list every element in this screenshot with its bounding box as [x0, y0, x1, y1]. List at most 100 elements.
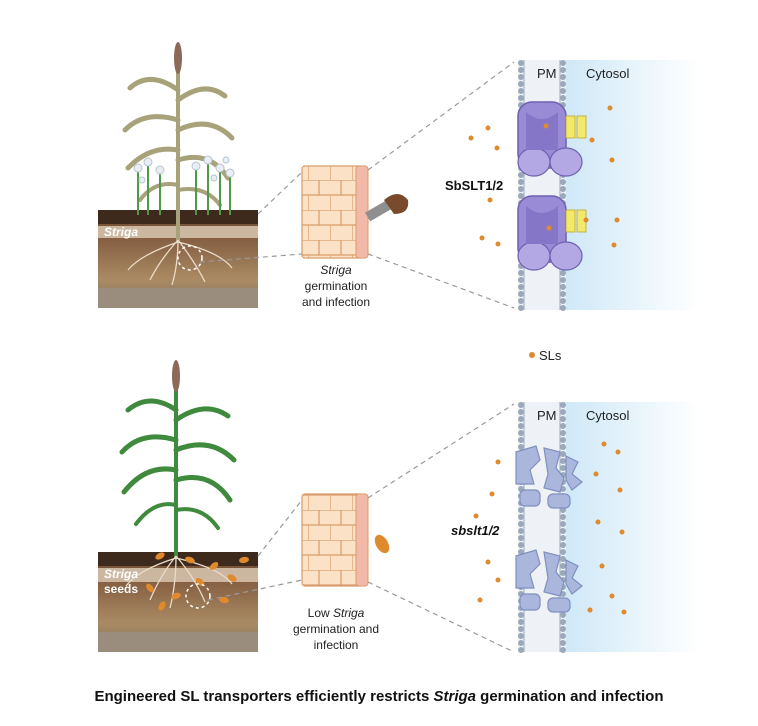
- lipid-head: [560, 521, 566, 527]
- lipid-head: [518, 633, 524, 639]
- tissue-caption-top: Striga germination and infection: [302, 263, 370, 309]
- pm-label-top: PM: [537, 66, 557, 81]
- transporter-label-bottom: sbslt1/2: [451, 523, 500, 538]
- lipid-head: [518, 612, 524, 618]
- sl-legend-dot: [529, 352, 535, 358]
- lipid-head: [518, 298, 524, 304]
- broken-transporter-1: [515, 445, 583, 509]
- lipid-head: [560, 430, 566, 436]
- lipid-head: [518, 270, 524, 276]
- caption-italic-word: Striga: [433, 688, 476, 705]
- lipid-head: [518, 179, 524, 185]
- lipid-head: [560, 298, 566, 304]
- lipid-head: [518, 444, 524, 450]
- lipid-head: [560, 67, 566, 73]
- striga-seeds-label-1: Striga: [104, 567, 138, 581]
- lipid-head: [518, 305, 524, 311]
- caption-b-italic: Striga: [333, 606, 365, 620]
- sorghum-plant-wilted: [122, 42, 235, 242]
- caption-line1: germination: [305, 279, 368, 293]
- lipid-head: [560, 88, 566, 94]
- lipid-head: [560, 60, 566, 66]
- lipid-head: [560, 514, 566, 520]
- lipid-head: [560, 270, 566, 276]
- lipid-head: [518, 528, 524, 534]
- lipid-head: [560, 612, 566, 618]
- lipid-head: [560, 458, 566, 464]
- lipid-head: [518, 277, 524, 283]
- lipid-head: [518, 619, 524, 625]
- lipid-head: [518, 193, 524, 199]
- zoom-lines-membrane-top: [367, 61, 515, 309]
- caption-suffix: germination and infection: [476, 688, 664, 705]
- lipid-head: [560, 291, 566, 297]
- striga-seeds: [146, 552, 249, 611]
- lipid-head: [518, 291, 524, 297]
- lipid-head: [518, 60, 524, 66]
- striga-seed-ungerminated: [374, 534, 390, 554]
- lipid-head: [518, 437, 524, 443]
- zoom-lines-membrane-bottom: [367, 403, 515, 653]
- caption-line2: and infection: [302, 295, 370, 309]
- lipid-head: [518, 95, 524, 101]
- lipid-head: [518, 186, 524, 192]
- svg-text:Low Striga: Low Striga: [308, 606, 365, 620]
- lipid-head: [518, 402, 524, 408]
- lipid-head: [560, 647, 566, 653]
- lipid-head: [560, 528, 566, 534]
- sorghum-plant-healthy: [119, 360, 237, 558]
- tissue-caption-bottom: Low Striga germination and infection: [293, 606, 379, 652]
- lipid-head: [560, 186, 566, 192]
- soil-block-bottom: [98, 552, 258, 652]
- legend-sl: SLs: [529, 348, 562, 363]
- lipid-head: [560, 277, 566, 283]
- transporter-1: [517, 101, 587, 177]
- cytosol-label-top: Cytosol: [586, 66, 629, 81]
- lipid-head: [560, 179, 566, 185]
- sl-legend-label: SLs: [539, 348, 562, 363]
- lipid-head: [560, 619, 566, 625]
- striga-haustorium: [365, 194, 409, 222]
- lipid-head: [518, 409, 524, 415]
- lipid-head: [518, 430, 524, 436]
- lipid-head: [518, 514, 524, 520]
- broken-transporter-2: [515, 549, 583, 613]
- striga-seeds-label-2: seeds: [104, 582, 138, 596]
- lipid-head: [560, 402, 566, 408]
- lipid-head: [560, 284, 566, 290]
- lipid-head: [518, 535, 524, 541]
- lipid-head: [518, 172, 524, 178]
- zoom-circle-bottom: [185, 583, 211, 609]
- roots-bottom: [125, 555, 233, 609]
- lipid-head: [518, 74, 524, 80]
- lipid-head: [560, 549, 566, 555]
- lipid-head: [518, 626, 524, 632]
- zoom-lines-top: [199, 171, 303, 263]
- lipid-head: [560, 305, 566, 311]
- membrane-bottom: [518, 402, 700, 653]
- lipid-head: [560, 409, 566, 415]
- lipid-head: [560, 626, 566, 632]
- lipid-head: [560, 451, 566, 457]
- lipid-head: [560, 465, 566, 471]
- lipid-head: [560, 535, 566, 541]
- top-panel: Striga Striga germination and infection: [98, 42, 700, 311]
- caption-prefix: Engineered SL transporters efficiently r…: [94, 688, 434, 705]
- lipid-head: [518, 640, 524, 646]
- lipid-head: [518, 647, 524, 653]
- caption-b-line2: germination and: [293, 622, 379, 636]
- lipid-head: [560, 444, 566, 450]
- sl-dots-bottom: [473, 441, 627, 615]
- lipid-head: [518, 423, 524, 429]
- roots-top: [127, 239, 233, 286]
- lipid-head: [560, 570, 566, 576]
- lipid-head: [518, 507, 524, 513]
- zoom-circle-top: [177, 245, 203, 271]
- lipid-head: [518, 67, 524, 73]
- pm-label-bottom: PM: [537, 408, 557, 423]
- cytosol-label-bottom: Cytosol: [586, 408, 629, 423]
- lipid-head: [560, 423, 566, 429]
- lipid-head: [560, 193, 566, 199]
- striga-plants: [133, 155, 235, 215]
- caption-b-line3: infection: [314, 638, 359, 652]
